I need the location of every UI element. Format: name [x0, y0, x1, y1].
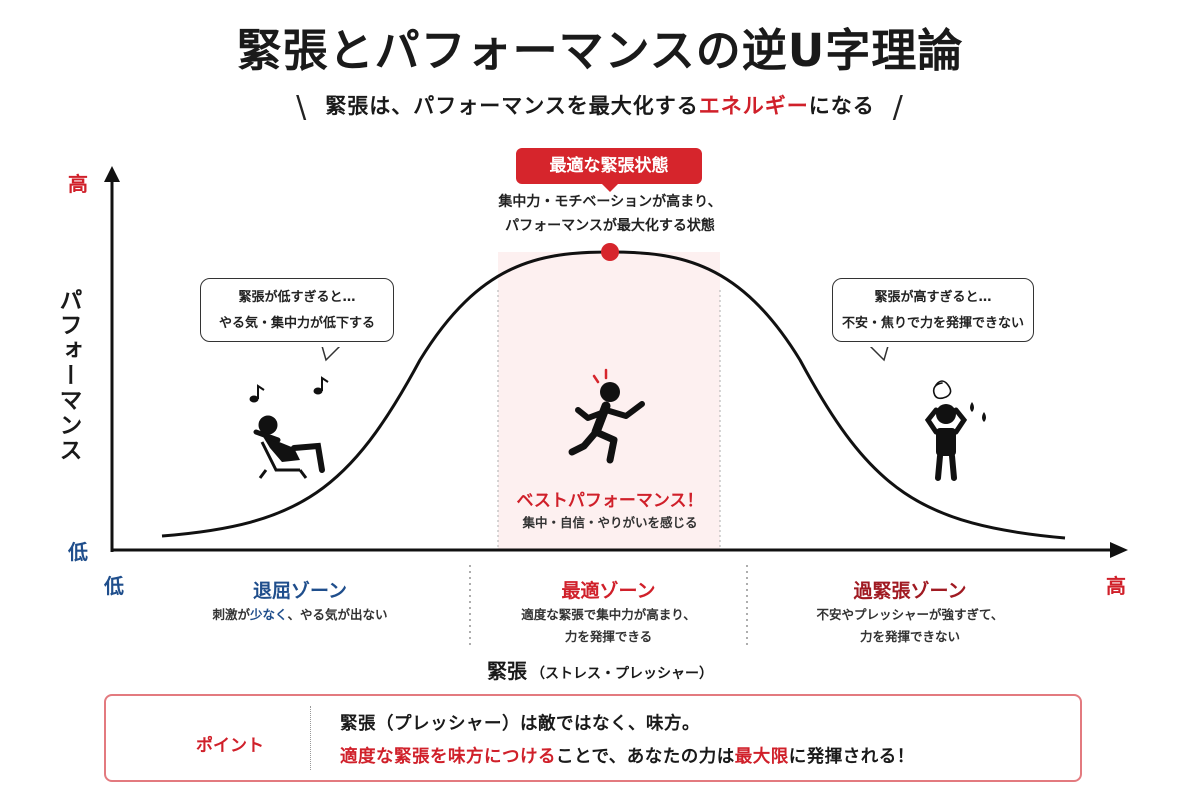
music-note-icon [249, 376, 329, 403]
zone-optimal-desc-line2: 力を発揮できる [564, 629, 653, 644]
bubble-high-line2: 不安・焦りで力を発揮できない [841, 316, 1024, 331]
peak-description-line2: パフォーマンスが最大化する状態 [505, 218, 715, 234]
x-axis-high-label: 高 [1106, 574, 1126, 598]
point-line2-accent1: 適度な緊張を味方につける [340, 747, 556, 767]
bubble-tail-low [320, 342, 342, 362]
zone-boredom-desc-part1: 刺激が [212, 607, 250, 622]
best-performance-desc: 集中・自信・やりがいを感じる [522, 515, 698, 530]
point-line1: 緊張（プレッシャー）は敵ではなく、味方。 [340, 714, 700, 734]
zone-boredom-desc: 刺激が少なく、やる気が出ない [160, 604, 440, 626]
zone-boredom-desc-part3: 、やる気が出ない [287, 607, 388, 622]
bubble-high-tension: 緊張が高すぎると… 不安・焦りで力を発揮できない [832, 278, 1034, 342]
x-axis-label: 緊張（ストレス・プレッシャー） [0, 655, 1200, 684]
running-person-icon [568, 382, 645, 464]
point-box [104, 694, 1082, 782]
best-performance-title: ベストパフォーマンス！ [516, 491, 704, 511]
bubble-tail-high [868, 342, 890, 362]
x-axis-label-sub: （ストレス・プレッシャー） [531, 666, 713, 682]
subtitle-slash-left: \ [296, 90, 308, 125]
zone-overtension-desc-line1: 不安やプレッシャーが強すぎて、 [816, 607, 1004, 622]
y-axis-arrow-icon [104, 166, 120, 182]
subtitle: \ 緊張は、パフォーマンスを最大化するエネルギーになる / [0, 90, 1200, 125]
subtitle-text-before: 緊張は、パフォーマンスを最大化する [325, 94, 699, 118]
red-dot-icon [601, 243, 619, 261]
x-axis-low-label: 低 [104, 574, 124, 598]
y-axis-label: パフォーマンス [55, 288, 81, 463]
zone-boredom-title: 退屈ゾーン [252, 580, 348, 602]
alert-mark-icon [592, 368, 608, 384]
point-label: ポイント [196, 736, 264, 756]
point-line2-part2: ことで、あなたの力は [556, 747, 735, 767]
bubble-low-line1: 緊張が低すぎると… [238, 290, 356, 305]
peak-description-line1: 集中力・モチベーションが高まり、 [498, 194, 722, 210]
zone-overtension-desc: 不安やプレッシャーが強すぎて、 力を発揮できない [770, 604, 1050, 648]
x-axis-label-main: 緊張 [487, 659, 527, 683]
zone-optimal-desc: 適度な緊張で集中力が高まり、 力を発揮できる [470, 604, 747, 648]
bubble-low-tension: 緊張が低すぎると… やる気・集中力が低下する [200, 278, 394, 342]
point-line2-accent2: 最大限 [734, 747, 789, 767]
zone-optimal-desc-line1: 適度な緊張で集中力が高まり、 [521, 607, 696, 622]
zone-boredom-desc-accent: 少なく [249, 607, 288, 622]
relaxing-person-icon [253, 415, 325, 479]
bubble-low-line2: やる気・集中力が低下する [218, 316, 375, 331]
zone-optimal-title: 最適ゾーン [561, 580, 656, 602]
page-title: 緊張とパフォーマンスの逆U字理論 [236, 24, 964, 77]
point-divider [310, 706, 311, 770]
bubble-high-line1: 緊張が高すぎると… [874, 290, 992, 305]
y-axis-high-label: 高 [68, 172, 88, 196]
point-line2: 適度な緊張を味方につけることで、あなたの力は最大限に発揮される！ [340, 743, 915, 768]
point-line2-part4: に発揮される！ [788, 747, 915, 767]
subtitle-text-after: になる [808, 94, 875, 118]
peak-badge: 最適な緊張状態 [516, 148, 702, 192]
stressed-person-icon [924, 380, 986, 481]
x-axis-arrow-icon [1110, 542, 1128, 558]
zone-overtension-desc-line2: 力を発揮できない [859, 629, 960, 644]
zone-overtension-title: 過緊張ゾーン [853, 580, 967, 602]
peak-description: 集中力・モチベーションが高まり、 パフォーマンスが最大化する状態 [420, 190, 800, 238]
subtitle-slash-right: / [892, 90, 904, 125]
y-axis-low-label: 低 [68, 540, 88, 564]
subtitle-accent: エネルギー [698, 94, 809, 118]
